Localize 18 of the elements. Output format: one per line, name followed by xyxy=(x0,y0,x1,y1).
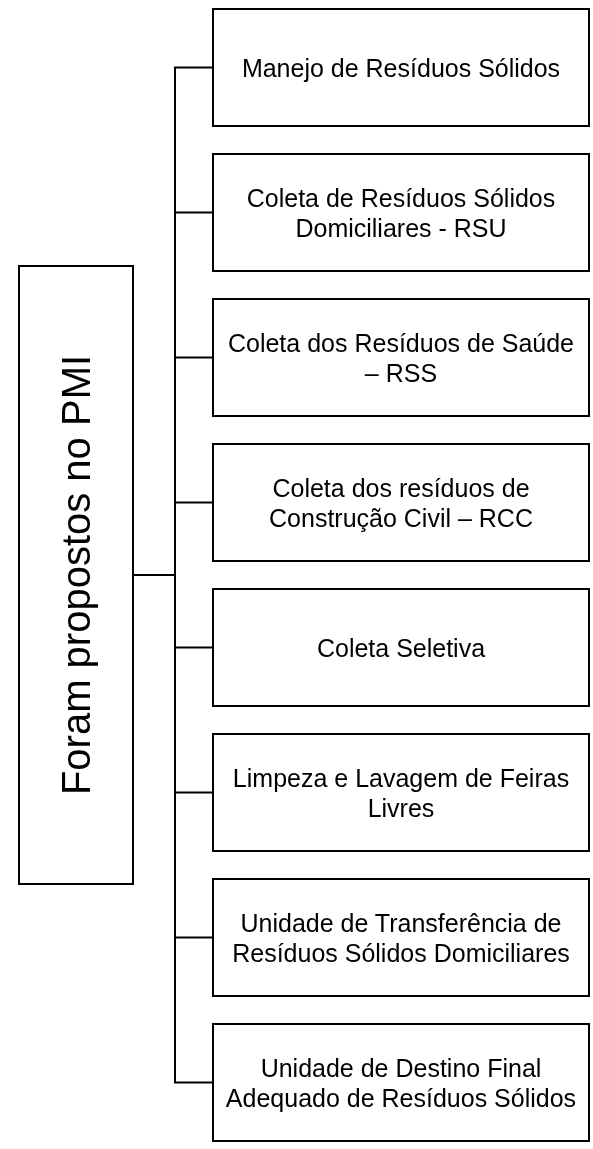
text-box xyxy=(212,733,590,852)
box-label: Coleta dos Resíduos de Saúde – RSS xyxy=(226,327,576,388)
box-label: Coleta de Resíduos Sólidos Domiciliares - RSU xyxy=(245,182,557,243)
text-box xyxy=(212,153,590,272)
box-label: Unidade de Transferência de Resíduos Sólidos Domiciliares xyxy=(231,907,571,968)
text-box xyxy=(212,588,590,707)
box-label: Coleta dos resíduos de Construção Civil – RCC xyxy=(268,472,534,533)
text-box xyxy=(212,298,590,417)
text-box xyxy=(212,8,590,127)
box-label: Manejo de Resíduos Sólidos xyxy=(240,52,562,83)
box-label: Limpeza e Lavagem de Feiras Livres xyxy=(231,762,571,823)
text-box xyxy=(212,878,590,997)
text-box xyxy=(212,443,590,562)
box-label: Unidade de Destino Final Adequado de Resíduos Sólidos xyxy=(224,1052,578,1113)
vertical-heading: Foram propostos no PMI xyxy=(53,354,99,796)
text-box xyxy=(18,265,134,885)
text-box xyxy=(212,1023,590,1142)
box-label: Coleta Seletiva xyxy=(315,632,487,663)
